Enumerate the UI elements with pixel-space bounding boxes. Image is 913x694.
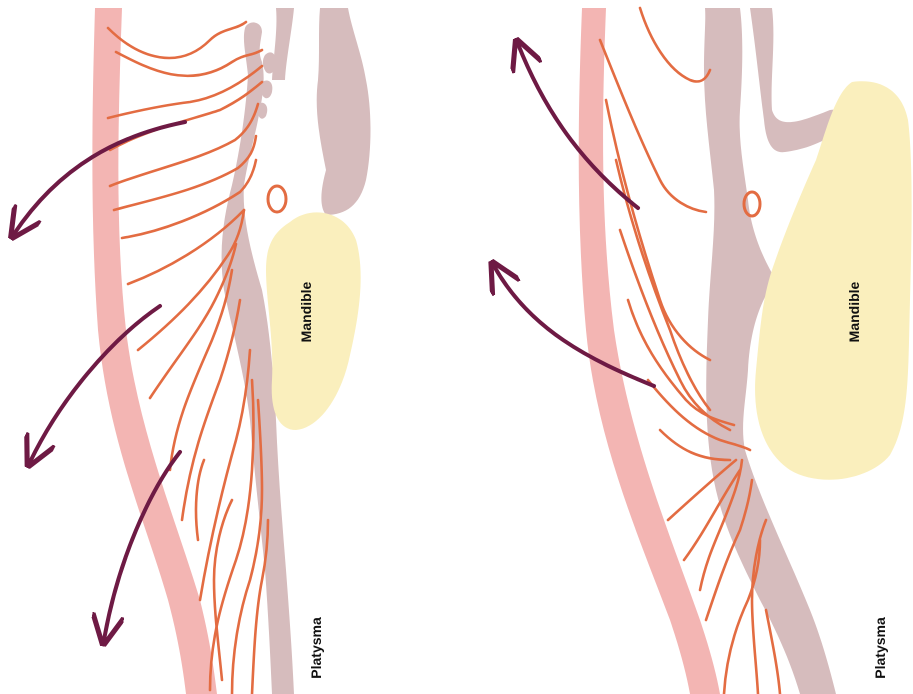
right-panel: Mandible Platysma (494, 8, 912, 694)
right-platysma-label: Platysma (872, 617, 888, 679)
left-upper-muscle (272, 8, 294, 80)
right-mandible-label: Mandible (846, 281, 862, 342)
left-foramen (268, 186, 286, 212)
left-platysma-label: Platysma (308, 617, 324, 679)
right-arrow-lower (494, 266, 654, 386)
right-arrow-upper (518, 44, 638, 208)
left-panel: Mandible (14, 8, 371, 694)
left-mandible-label: Mandible (298, 281, 314, 342)
left-skin-band (92, 8, 217, 694)
left-masseter (317, 8, 371, 215)
right-ligament-fibers (600, 8, 780, 694)
